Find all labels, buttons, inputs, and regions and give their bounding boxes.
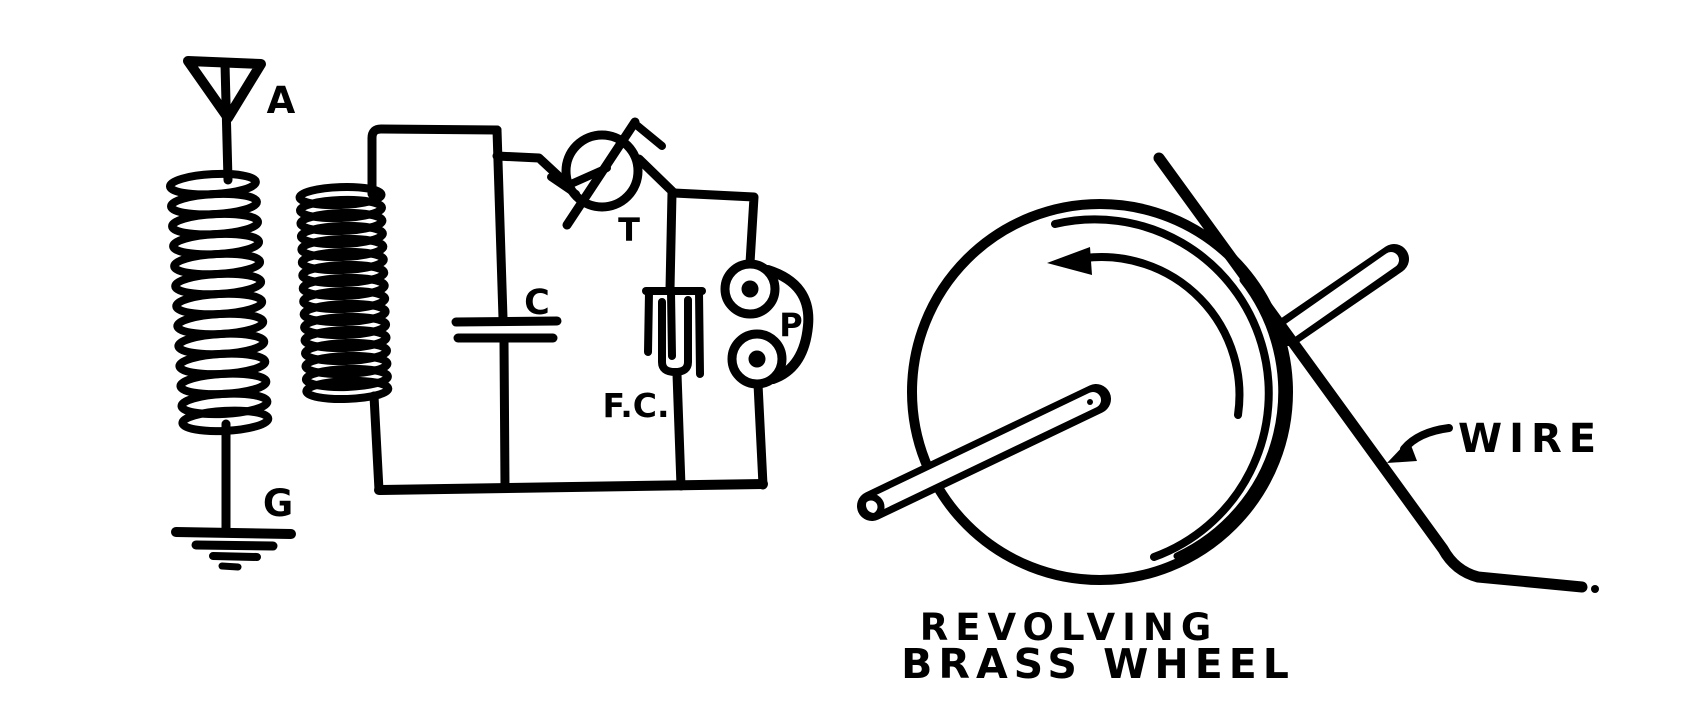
phone-earpiece-center: [741, 280, 759, 298]
coil-turn: [301, 351, 392, 379]
secondary-coil: [295, 182, 393, 404]
wire-pointer-arrow: [1387, 424, 1453, 463]
coil-turn: [296, 221, 387, 249]
coil-turn: [297, 247, 388, 275]
antenna-lead: [220, 59, 233, 185]
pointer-arrowhead-icon: [1387, 440, 1417, 463]
phones-label: P: [779, 306, 802, 344]
brass-wheel: [857, 199, 1409, 585]
fc-inner-plate: [667, 288, 676, 360]
axle-tip-circle: [857, 493, 885, 521]
axle-rod-rear: [1274, 244, 1409, 346]
capacitor-c: [451, 316, 562, 343]
ground-label: G: [263, 482, 293, 525]
phone-earpiece-center: [748, 350, 766, 368]
wire-to-phones: [669, 188, 759, 268]
phone-earpiece: [727, 329, 787, 389]
tuning-condenser-t: [547, 117, 666, 230]
wiring: [367, 124, 768, 495]
tuner-pointer: [567, 164, 611, 188]
ground-bar: [209, 552, 261, 561]
wire-capacitor-top: [492, 125, 508, 323]
wire-phones-bottom: [753, 379, 768, 490]
phones-band: [763, 265, 814, 384]
rotation-arrow-arc: [1081, 253, 1244, 419]
tuner-tick: [547, 173, 580, 198]
coil-turn: [300, 325, 391, 353]
tuner-circle: [561, 130, 643, 212]
wire-capacitor-bottom: [499, 336, 510, 492]
coil-turn: [299, 299, 390, 327]
coil-turn: [298, 260, 389, 288]
coil-turn: [298, 273, 389, 301]
ground-bar: [171, 527, 296, 539]
coil-turn: [296, 208, 387, 236]
wire-fc-bottom: [672, 369, 686, 491]
axle-rod-body: [866, 392, 1101, 513]
coil-turn: [296, 195, 386, 223]
fc-outer-plate: [644, 288, 653, 356]
capacitor-plate: [451, 316, 562, 327]
coil-turn: [297, 234, 388, 262]
wheel-rim-arc: [1051, 215, 1273, 561]
phones-p: [720, 259, 814, 389]
rotation-arrow: [1047, 247, 1244, 419]
antenna-coil: [165, 169, 273, 436]
fc-label: F.C.: [603, 386, 670, 425]
antenna-symbol: [183, 56, 266, 185]
capacitor-label: C: [524, 283, 550, 323]
coil-turn: [300, 312, 391, 340]
axle-center-dot: [1087, 399, 1093, 405]
ground-symbol: [171, 419, 296, 571]
phone-earpiece: [720, 259, 780, 319]
wire-line: [1153, 152, 1599, 593]
wheel-disc: [907, 199, 1293, 585]
wire-to-fc: [665, 188, 677, 294]
wheel-rim-arc: [1173, 276, 1286, 560]
antenna-label: A: [267, 79, 296, 122]
wire-path: [1153, 152, 1588, 593]
ground-bar: [218, 562, 242, 571]
wire-to-tuner: [492, 151, 572, 189]
coil-turn: [302, 376, 393, 404]
tuner-tick: [630, 119, 666, 150]
fc-outer-plate: [695, 288, 704, 378]
caption-line-1: REVOLVING: [920, 606, 1218, 649]
caption-line-2: BRASS WHEEL: [901, 640, 1295, 688]
rotation-arrowhead-icon: [1047, 247, 1092, 275]
fixed-condenser-fc: [642, 287, 706, 378]
wire-from-tuner: [634, 154, 679, 198]
axle-rod-front: [857, 384, 1111, 521]
ground-bar: [191, 540, 278, 551]
wire-end-dot: [1591, 585, 1599, 593]
coil-turn: [295, 182, 386, 210]
wire-label: WIRE: [1458, 416, 1603, 462]
wire-coil-top: [367, 124, 502, 199]
fc-inner-u: [658, 296, 692, 376]
wire-coil-bottom: [369, 391, 384, 495]
axle-rod-body: [1283, 252, 1399, 338]
tuner-label: T: [618, 211, 640, 249]
coil-turn: [301, 364, 392, 392]
coil-turn: [299, 286, 390, 314]
coil-turn: [301, 338, 391, 366]
bottom-rail: [374, 479, 768, 495]
